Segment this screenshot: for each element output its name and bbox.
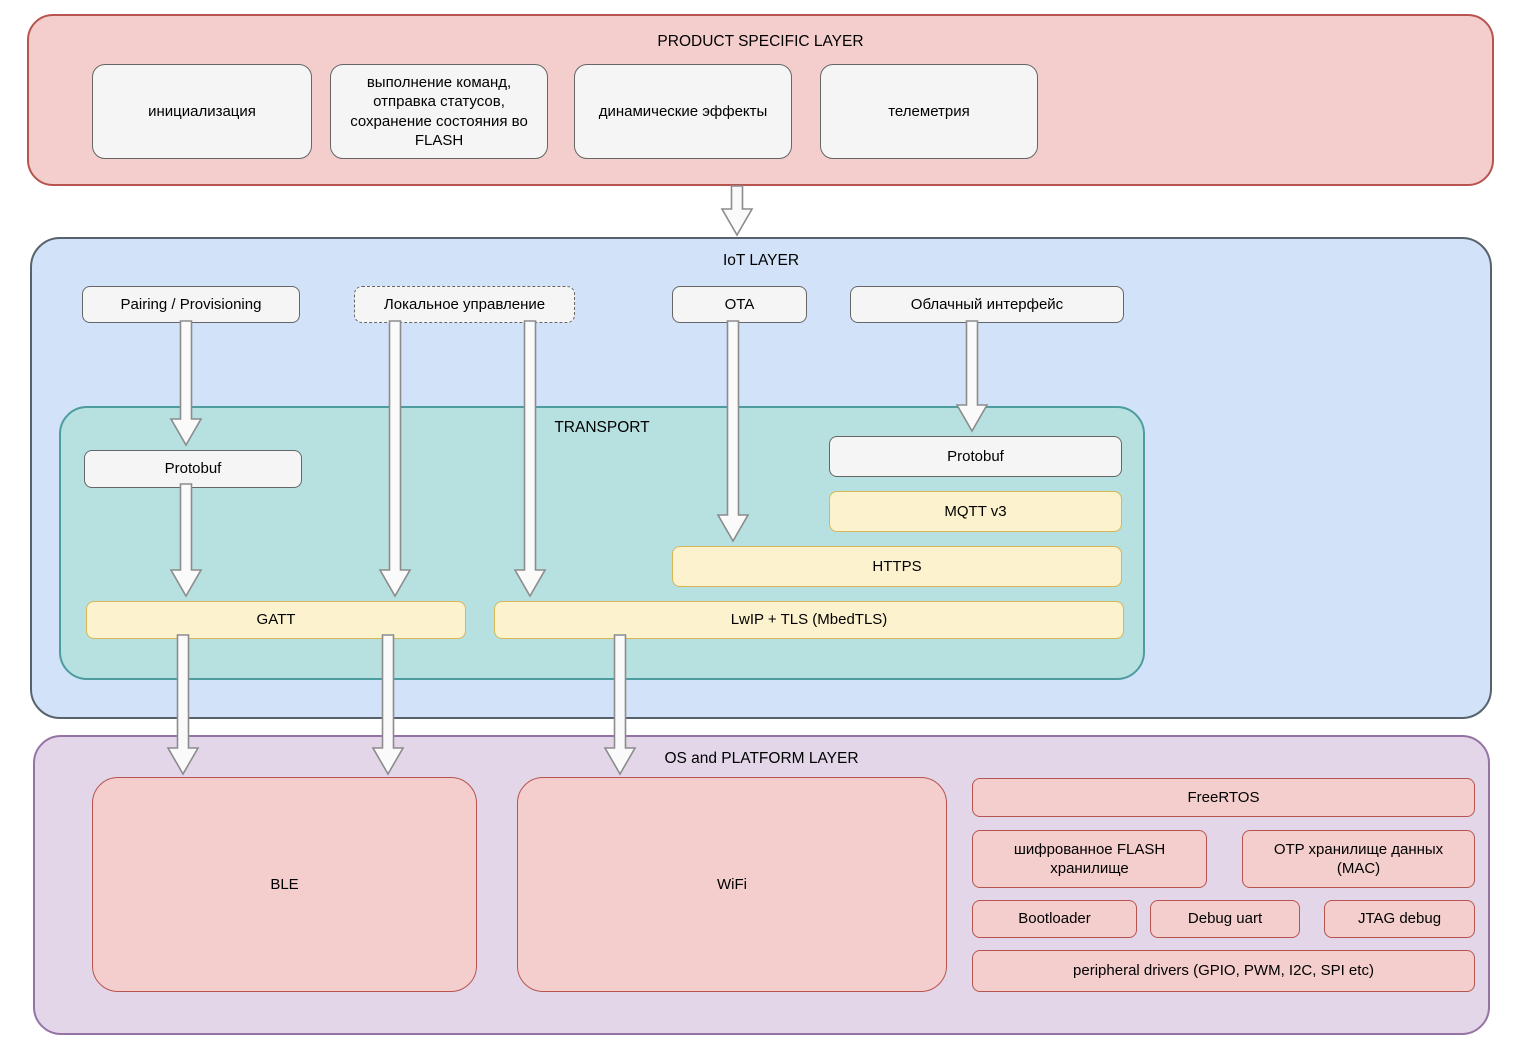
box-peripheral-drivers: peripheral drivers (GPIO, PWM, I2C, SPI … bbox=[972, 950, 1475, 992]
layer-title-os-platform: OS and PLATFORM LAYER bbox=[664, 750, 859, 767]
box-debug-uart: Debug uart bbox=[1150, 900, 1300, 938]
box-local-control: Локальное управление bbox=[354, 286, 575, 323]
box-ble: BLE bbox=[92, 777, 477, 992]
layer-title-product-specific: PRODUCT SPECIFIC LAYER bbox=[657, 33, 864, 50]
box-dynamic-effects: динамические эффекты bbox=[574, 64, 792, 159]
box-command-execution: выполнение команд, отправка статусов, со… bbox=[330, 64, 548, 159]
box-encrypted-flash: шифрованное FLASH хранилище bbox=[972, 830, 1207, 888]
layer-title-iot: IoT LAYER bbox=[722, 252, 800, 269]
box-telemetry: телеметрия bbox=[820, 64, 1038, 159]
container-transport: TRANSPORT Protobuf Protobuf MQTT v3 HTTP… bbox=[59, 406, 1145, 680]
box-wifi: WiFi bbox=[517, 777, 947, 992]
box-otp-storage: OTP хранилище данных (MAC) bbox=[1242, 830, 1475, 888]
box-bootloader: Bootloader bbox=[972, 900, 1137, 938]
layer-iot: IoT LAYER Pairing / Provisioning Локальн… bbox=[30, 237, 1492, 719]
box-gatt: GATT bbox=[86, 601, 466, 639]
layer-os-platform: OS and PLATFORM LAYER BLE WiFi FreeRTOS … bbox=[33, 735, 1490, 1035]
flow-arrow bbox=[720, 185, 754, 237]
box-initialization: инициализация bbox=[92, 64, 312, 159]
container-title-transport: TRANSPORT bbox=[554, 419, 650, 436]
box-protobuf-left: Protobuf bbox=[84, 450, 302, 488]
box-cloud-interface: Облачный интерфейс bbox=[850, 286, 1124, 323]
box-lwip-tls: LwIP + TLS (MbedTLS) bbox=[494, 601, 1124, 639]
box-https: HTTPS bbox=[672, 546, 1122, 587]
box-protobuf-right: Protobuf bbox=[829, 436, 1122, 477]
box-ota: OTA bbox=[672, 286, 807, 323]
layer-product-specific: PRODUCT SPECIFIC LAYER инициализация вып… bbox=[27, 14, 1494, 186]
box-pairing-provisioning: Pairing / Provisioning bbox=[82, 286, 300, 323]
box-freertos: FreeRTOS bbox=[972, 778, 1475, 817]
box-jtag-debug: JTAG debug bbox=[1324, 900, 1475, 938]
box-mqtt-v3: MQTT v3 bbox=[829, 491, 1122, 532]
